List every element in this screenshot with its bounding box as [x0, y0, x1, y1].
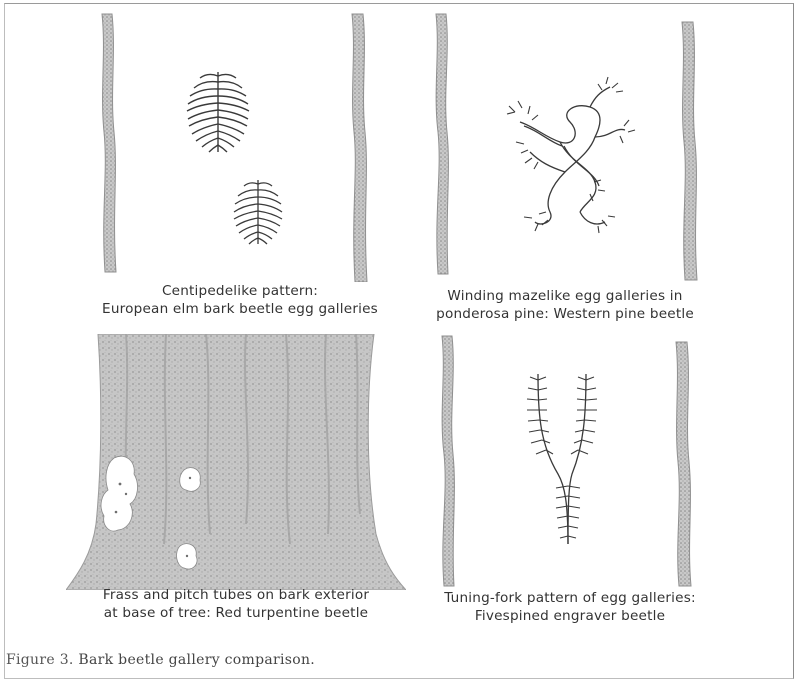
right-bark-strip	[676, 342, 691, 586]
figure-caption-text: Bark beetle gallery comparison.	[78, 652, 315, 668]
panel-fivespined-engraver: Tuning-fork pattern of egg galleries: Fi…	[420, 334, 720, 590]
winding-galleries	[520, 87, 625, 224]
left-bark-strip	[442, 336, 454, 586]
fork-egg-niches	[527, 377, 597, 538]
panel-red-turpentine: Frass and pitch tubes on bark exterior a…	[66, 334, 406, 590]
western-pine-illustration	[420, 12, 720, 282]
right-bark-strip	[352, 14, 367, 282]
caption-fivespined-engraver: Tuning-fork pattern of egg galleries: Fi…	[370, 589, 770, 625]
left-bark-strip	[436, 14, 448, 274]
lower-gallery	[234, 180, 282, 244]
right-bark-strip	[682, 22, 697, 280]
caption-western-pine: Winding mazelike egg galleries in ponder…	[365, 287, 765, 323]
caption-western-pine-line1: Winding mazelike egg galleries in	[365, 287, 765, 305]
fivespined-engraver-illustration	[420, 334, 720, 590]
european-elm-illustration	[90, 12, 390, 282]
figure-caption: Figure 3. Bark beetle gallery comparison…	[6, 652, 315, 668]
winding-branchlets	[507, 77, 635, 233]
caption-fivespined-engraver-line1: Tuning-fork pattern of egg galleries:	[370, 589, 770, 607]
upper-gallery	[187, 72, 249, 152]
red-turpentine-illustration	[66, 334, 406, 590]
figure-label: Figure 3.	[6, 652, 74, 668]
panel-european-elm: Centipedelike pattern: European elm bark…	[90, 12, 390, 282]
left-bark-strip	[102, 14, 116, 272]
caption-fivespined-engraver-line2: Fivespined engraver beetle	[370, 607, 770, 625]
caption-western-pine-line2: ponderosa pine: Western pine beetle	[365, 305, 765, 323]
panel-western-pine: Winding mazelike egg galleries in ponder…	[420, 12, 720, 282]
